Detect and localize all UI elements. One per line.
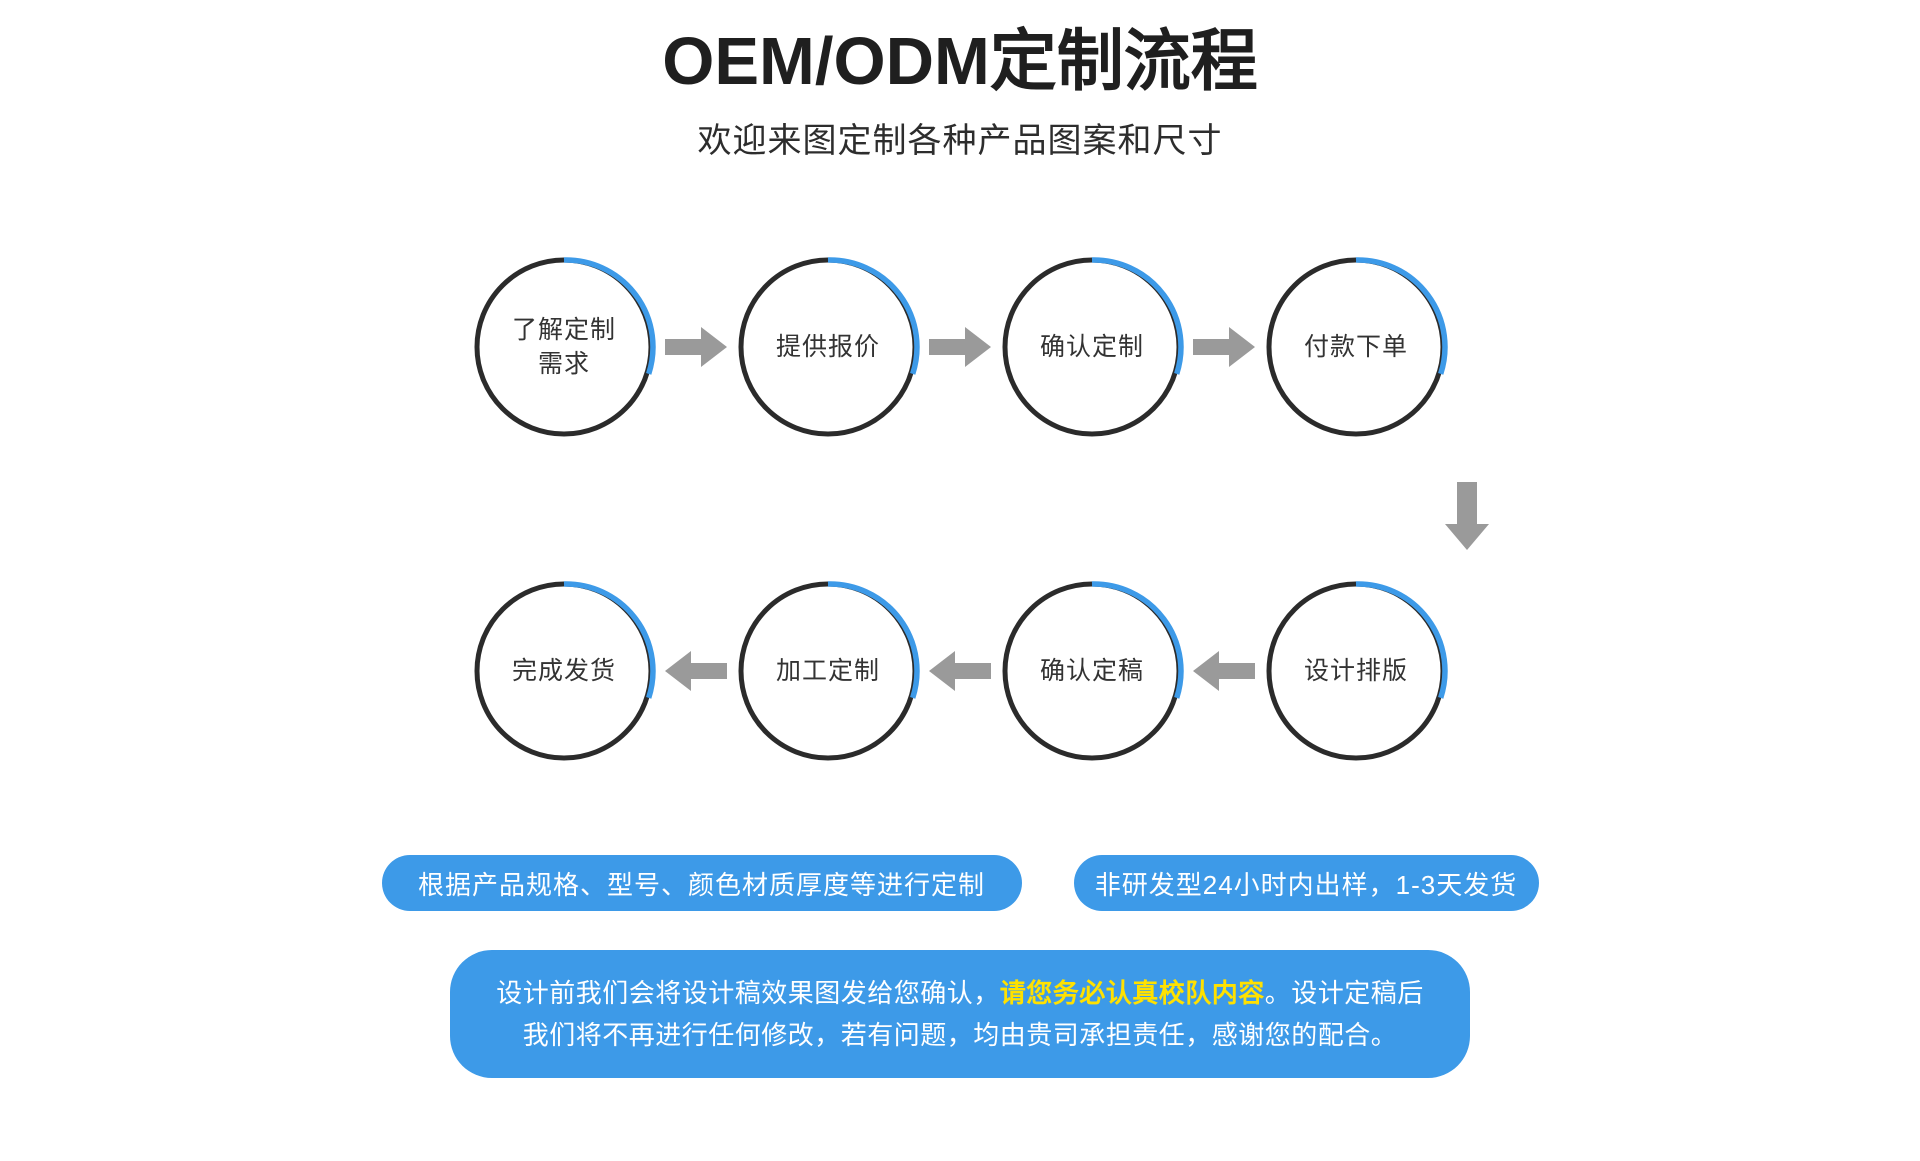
progress-ring-icon <box>738 581 920 761</box>
progress-ring-icon <box>1002 257 1184 437</box>
flow-node-label: 付款下单 <box>1303 333 1408 361</box>
notice-line-1-part-a: 设计前我们会将设计稿效果图发给您确认， <box>496 978 1000 1008</box>
flow-node-step-1[interactable]: 了解定制 需求 <box>471 254 657 440</box>
flow-node-label: 了解定制 需求 <box>511 316 616 378</box>
flow-node-label: 提供报价 <box>775 333 880 361</box>
info-pill-customization: 根据产品规格、型号、颜色材质厚度等进行定制 <box>381 855 1022 911</box>
info-pill-row: 根据产品规格、型号、颜色材质厚度等进行定制 非研发型24小时内出样，1-3天发货 <box>0 855 1920 911</box>
progress-ring-icon <box>474 257 656 437</box>
page-subtitle: 欢迎来图定制各种产品图案和尺寸 <box>697 122 1223 161</box>
flow-node-label: 加工定制 <box>775 657 880 685</box>
flow-row-two: 完成发货 加工定制 确认定稿 <box>0 578 1920 764</box>
flow-node-step-3[interactable]: 确认定制 <box>999 254 1185 440</box>
notice-box: 设计前我们会将设计稿效果图发给您确认，请您务必认真校队内容。设计定稿后 我们将不… <box>450 950 1470 1079</box>
notice-line-2: 我们将不再进行任何修改，若有问题，均由贵司承担责任，感谢您的配合。 <box>522 1020 1398 1051</box>
progress-ring-icon <box>1266 581 1448 761</box>
flow-node-step-5[interactable]: 设计排版 <box>1263 578 1449 764</box>
arrow-left-icon <box>657 641 735 701</box>
arrow-down-icon <box>1437 478 1497 554</box>
page-header: OEM/ODM定制流程 欢迎来图定制各种产品图案和尺寸 <box>0 24 1920 162</box>
progress-ring-icon <box>1002 581 1184 761</box>
arrow-left-icon <box>1185 641 1263 701</box>
flow-node-label: 确认定制 <box>1039 333 1144 361</box>
flow-node-label: 设计排版 <box>1303 657 1408 685</box>
notice-line-1: 设计前我们会将设计稿效果图发给您确认，请您务必认真校队内容。设计定稿后 <box>490 972 1430 1014</box>
flow-node-step-4[interactable]: 付款下单 <box>1263 254 1449 440</box>
arrow-right-icon <box>921 317 999 377</box>
flow-node-label: 确认定稿 <box>1039 657 1144 685</box>
notice-highlight: 请您务必认真校队内容 <box>999 978 1265 1008</box>
info-pill-leadtime: 非研发型24小时内出样，1-3天发货 <box>1073 855 1539 911</box>
progress-ring-icon <box>474 581 656 761</box>
arrow-right-icon <box>1185 317 1263 377</box>
notice-line-1-part-b: 。设计定稿后 <box>1264 978 1424 1008</box>
page-title: OEM/ODM定制流程 <box>662 24 1258 99</box>
arrow-left-icon <box>921 641 999 701</box>
flow-node-step-6[interactable]: 确认定稿 <box>999 578 1185 764</box>
flow-node-label: 完成发货 <box>511 657 616 685</box>
arrow-right-icon <box>657 317 735 377</box>
progress-ring-icon <box>1266 257 1448 437</box>
flow-node-step-8[interactable]: 完成发货 <box>471 578 657 764</box>
flow-row-one: 了解定制 需求 提供报价 确认定制 <box>0 254 1920 440</box>
flow-node-step-2[interactable]: 提供报价 <box>735 254 921 440</box>
flow-node-step-7[interactable]: 加工定制 <box>735 578 921 764</box>
progress-ring-icon <box>738 257 920 437</box>
